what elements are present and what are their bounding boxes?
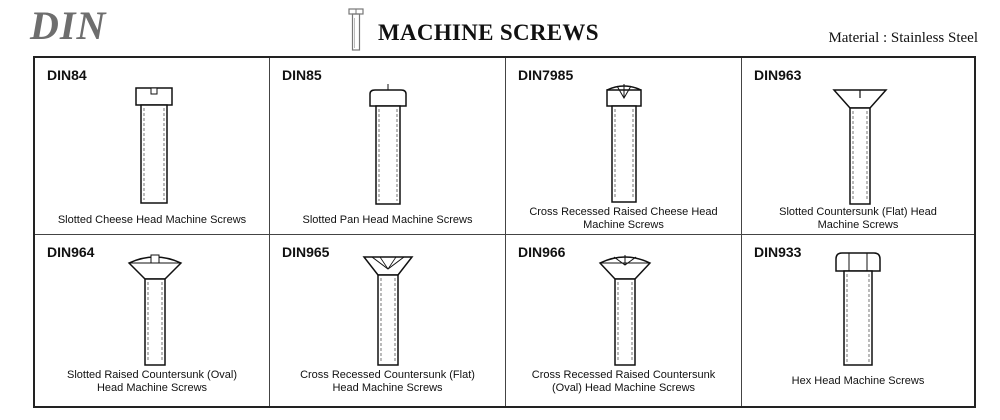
screw-card-din7985: DIN7985 Cross Recessed Raised Cheese Hea… [506,58,742,235]
screw-code: DIN965 [282,244,330,260]
screw-card-din964: DIN964 Slotted Raised Countersunk (Oval)… [35,235,270,406]
hex-head-icon [835,252,881,366]
pan-slotted-icon [369,84,407,205]
screw-caption: Cross Recessed Countersunk (Flat) Head M… [300,369,475,394]
raised-countersunk-cross-icon [598,255,652,366]
screw-code: DIN7985 [518,67,574,83]
screw-caption: Cross Recessed Raised Cheese Head Machin… [529,206,718,231]
screw-caption: Slotted Raised Countersunk (Oval) Head M… [67,369,237,394]
screw-code: DIN933 [754,244,802,260]
cheese-cross-icon [606,84,642,203]
countersunk-slotted-icon [832,89,888,205]
din-logo: DIN [30,3,107,48]
screw-caption: Slotted Pan Head Machine Screws [302,214,473,226]
screw-card-din966: DIN966 Cross Recessed Raised Countersunk… [506,235,742,406]
screw-caption: Hex Head Machine Screws [791,375,925,387]
screw-code: DIN85 [282,67,322,83]
screw-icon [348,8,364,51]
screw-grid: DIN84 Slotted Cheese Head Machine Screws… [33,56,976,408]
screw-code: DIN964 [47,244,95,260]
screw-code: DIN966 [518,244,566,260]
screw-caption: Slotted Cheese Head Machine Screws [57,214,247,226]
countersunk-cross-icon [362,256,414,366]
screw-card-din84: DIN84 Slotted Cheese Head Machine Screws [35,58,270,235]
material-label: Material : Stainless Steel [828,30,978,46]
cheese-slotted-icon [135,87,173,204]
screw-code: DIN963 [754,67,802,83]
page-title: MACHINE SCREWS [378,20,599,45]
screw-caption: Slotted Countersunk (Flat) Head Machine … [779,206,937,231]
screw-code: DIN84 [47,67,87,83]
screw-caption: Cross Recessed Raised Countersunk (Oval)… [531,369,716,394]
screw-card-din965: DIN965 Cross Recessed Countersunk (Flat)… [270,235,506,406]
screw-card-din963: DIN963 Slotted Countersunk (Flat) Head M… [742,58,974,235]
raised-countersunk-slotted-icon [127,254,183,366]
screw-card-din933: DIN933 Hex Head Machine Screws [742,235,974,406]
screw-card-din85: DIN85 Slotted Pan Head Machine Screws [270,58,506,235]
